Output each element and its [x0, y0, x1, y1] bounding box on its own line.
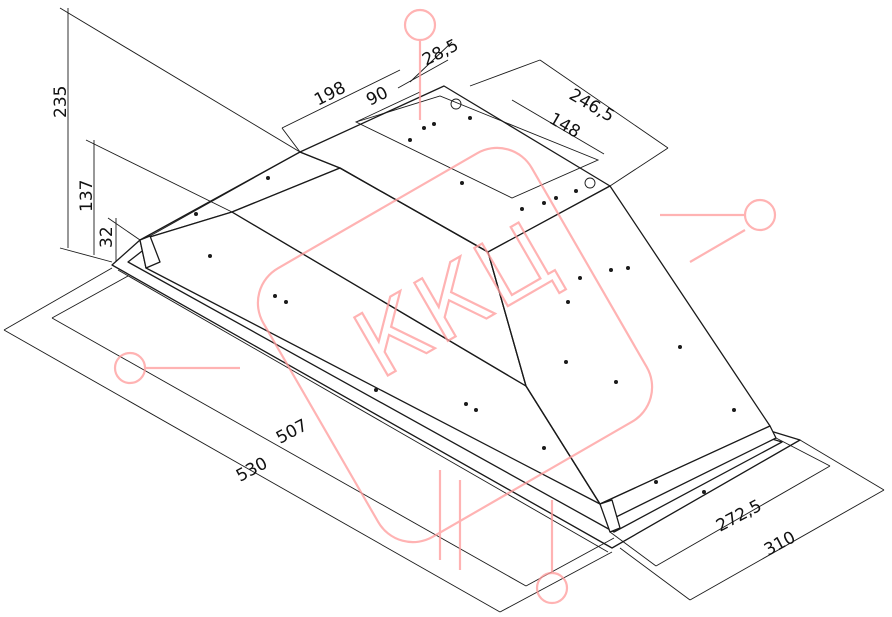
outlet-mount-icons	[450, 98, 596, 189]
dim-height-total: 235	[51, 86, 71, 118]
dim-height-frame: 32	[97, 226, 117, 248]
left-frame-cap	[139, 235, 161, 269]
dim-inner-width: 272,5	[713, 496, 765, 537]
left-brace	[149, 151, 301, 237]
dim-outlet-offset: 28,5	[419, 35, 462, 70]
frame-edge-front	[111, 264, 613, 549]
frame-edge-right	[611, 439, 801, 549]
dim-outer-width: 310	[761, 528, 799, 561]
frame-edge-front-2	[117, 269, 609, 553]
dim-outer-length: 530	[233, 454, 271, 487]
dim-top-offset: 90	[363, 83, 391, 111]
hood-body	[111, 85, 801, 553]
dim-top-length: 198	[311, 78, 349, 111]
side-ridge	[487, 251, 601, 505]
ridge-line	[339, 167, 489, 253]
outlet-outline	[354, 95, 600, 199]
dim-inner-length: 507	[273, 416, 311, 449]
mount-hole-icon	[450, 98, 462, 110]
mount-hole-icon	[584, 177, 596, 189]
screw-holes	[194, 116, 736, 494]
right-frame-cap	[599, 499, 621, 533]
dimension-lines	[3, 7, 885, 613]
dim-outlet-width: 148	[546, 109, 584, 143]
dim-height-body: 137	[77, 180, 97, 212]
